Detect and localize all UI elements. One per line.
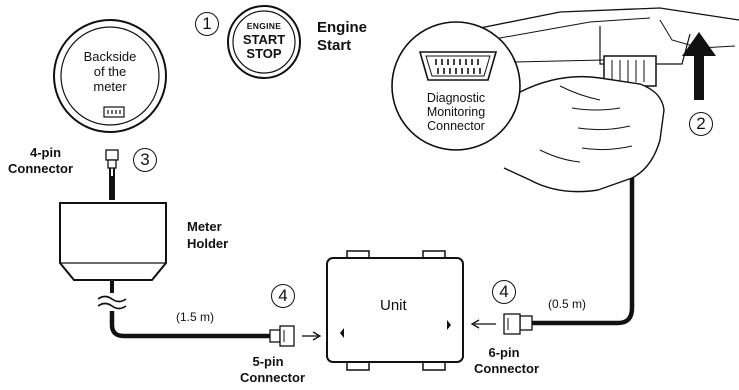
step-1-marker: 1 — [195, 12, 219, 36]
meter-back-line1: Backside — [83, 49, 137, 64]
right-cable-length: (0.5 m) — [548, 297, 587, 311]
six-pin-label-line1: 6-pin — [488, 345, 520, 360]
diag-label-line2: Monitoring — [426, 105, 486, 119]
step-4-marker-left: 4 — [271, 284, 295, 308]
engine-button-line2: START — [242, 32, 286, 47]
five-pin-label-line1: 5-pin — [252, 354, 284, 369]
diagnostic-connector-callout — [391, 21, 605, 151]
engine-button-line1: ENGINE — [246, 21, 282, 31]
engine-start-stop-button-icon — [227, 5, 301, 79]
left-cable-length: (1.5 m) — [176, 310, 215, 324]
meter-holder-label-line1: Meter — [187, 219, 222, 234]
step-3-marker: 3 — [133, 148, 157, 172]
engine-start-label-line2: Start — [317, 37, 352, 54]
diag-label-line1: Diagnostic — [426, 91, 486, 105]
four-pin-label-line1: 4-pin — [30, 145, 62, 160]
meter-backside-illustration — [53, 19, 167, 133]
diag-label-line3: Connector — [427, 119, 485, 133]
four-pin-connector-plug — [105, 149, 119, 200]
meter-holder-illustration — [59, 202, 167, 281]
meter-back-line2: of the — [93, 64, 127, 79]
six-pin-label-line2: Connector — [474, 361, 539, 376]
meter-back-line3: meter — [93, 79, 127, 94]
unit-label: Unit — [380, 297, 407, 314]
dashboard-hand-illustration — [429, 7, 739, 193]
right-cable — [470, 178, 635, 335]
engine-start-label-line1: Engine — [317, 19, 368, 36]
meter-holder-label-line2: Holder — [187, 236, 229, 251]
four-pin-label-line2: Connector — [8, 161, 73, 176]
unit-box — [326, 250, 464, 371]
engine-button-line3: STOP — [246, 46, 282, 61]
step-2-marker: 2 — [689, 112, 713, 136]
left-cable — [97, 280, 322, 347]
five-pin-label-line2: Connector — [240, 370, 305, 385]
step-4-marker-right: 4 — [492, 280, 516, 304]
